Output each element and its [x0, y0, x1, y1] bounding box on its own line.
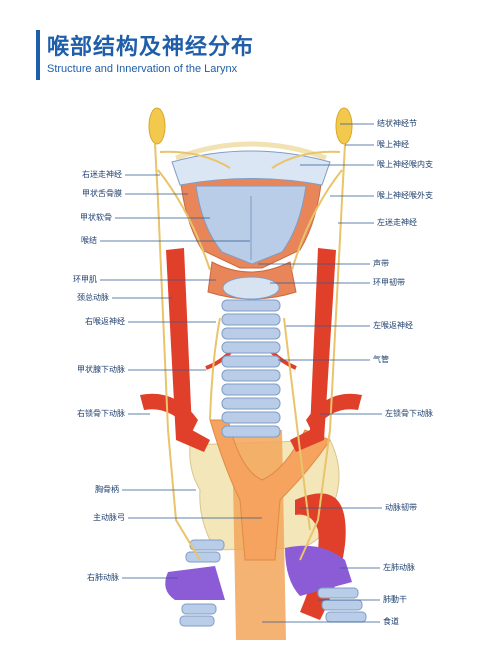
label-pulmonary-trunk: 肺動干 — [383, 595, 407, 604]
label-cricothyroid-muscle: 环甲肌 — [73, 275, 97, 284]
label-cricothyroid-ligament: 环甲韧带 — [373, 278, 405, 287]
label-trachea: 气管 — [373, 355, 389, 364]
label-right-vagus: 右迷走神经 — [82, 170, 122, 179]
label-right-subclavian: 右锁骨下动脉 — [77, 409, 125, 418]
right-pulmonary-artery-shape — [165, 566, 225, 600]
label-left-pulmonary-artery: 左肺动脉 — [383, 563, 415, 572]
label-nodose-ganglion: 结状神经节 — [377, 119, 417, 128]
hyoid-shape — [175, 141, 327, 161]
left-common-carotid-shape — [290, 248, 336, 452]
right-subclavian-shape — [140, 393, 198, 432]
title-accent-bar — [36, 30, 40, 80]
label-thyrohyoid-membrane: 甲状舌骨膜 — [82, 189, 122, 198]
label-left-subclavian: 左锁骨下动脉 — [385, 409, 433, 418]
label-vocal-cord: 声带 — [373, 259, 389, 268]
leader-lines — [100, 123, 382, 623]
left-nodose-ganglion-shape — [335, 107, 353, 145]
label-common-carotid: 颈总动脉 — [77, 293, 109, 302]
label-left-vagus: 左迷走神经 — [377, 218, 417, 227]
label-superior-laryngeal-nerve: 喉上神经 — [377, 140, 409, 149]
left-inferior-thyroid-artery-shape — [270, 350, 297, 370]
label-right-pulmonary-artery: 右肺动脉 — [87, 573, 119, 582]
label-laryngeal-prominence: 喉结 — [81, 236, 97, 245]
bronchi-shape — [179, 539, 367, 627]
label-inferior-thyroid-artery: 甲状腺下动脉 — [77, 365, 125, 374]
label-left-recurrent-nerve: 左喉返神经 — [373, 321, 413, 330]
page-subtitle: Structure and Innervation of the Larynx — [47, 63, 238, 75]
nerves-shape — [154, 143, 346, 561]
label-aortic-arch: 主动脉弓 — [93, 513, 125, 522]
page-title: 喉部结构及神经分布 — [47, 35, 255, 60]
label-manubrium: 胸骨柄 — [95, 485, 119, 494]
left-subclavian-shape — [306, 393, 362, 432]
label-thyroid-cartilage: 甲状软骨 — [80, 213, 112, 222]
trachea-shape — [221, 299, 281, 438]
label-esophagus: 食道 — [383, 617, 399, 626]
label-internal-branch: 喉上神经喉内支 — [377, 160, 433, 169]
cricoid-cartilage-shape — [222, 276, 280, 300]
label-ligamentum-arteriosum: 动脉韧带 — [385, 503, 417, 512]
label-right-recurrent-nerve: 右喉返神经 — [85, 317, 125, 326]
right-nodose-ganglion-shape — [148, 107, 166, 145]
label-external-branch: 喉上神经喉外支 — [377, 191, 433, 200]
